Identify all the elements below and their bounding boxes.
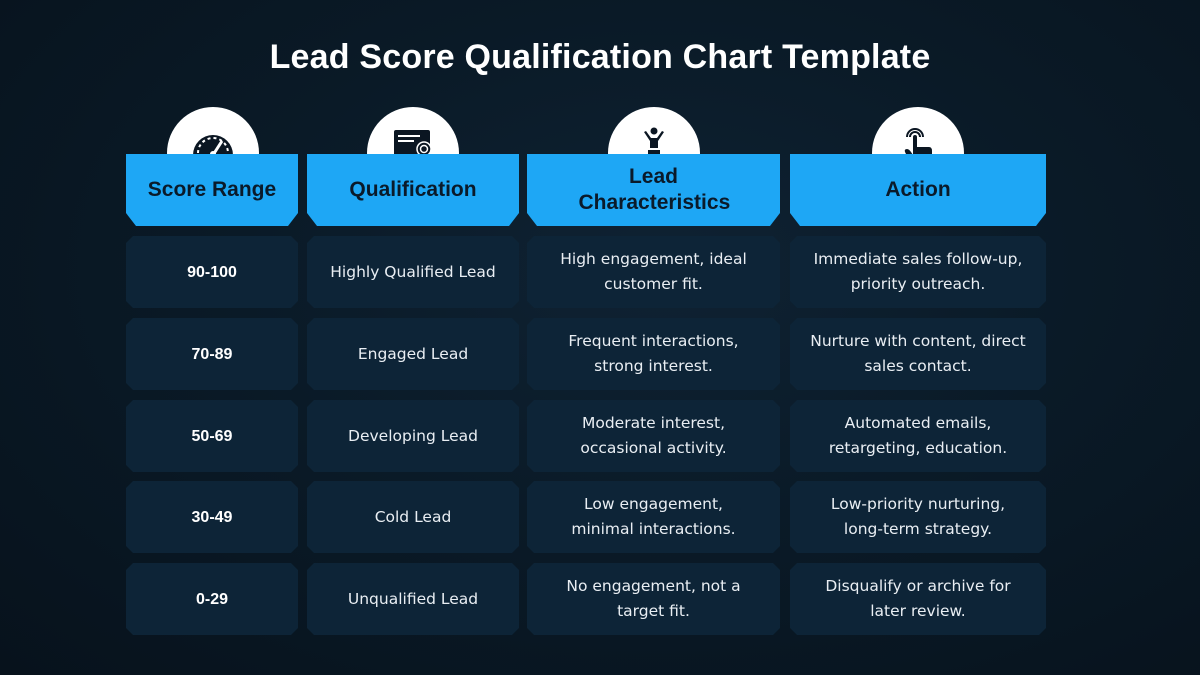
qualification-cell: Developing Lead <box>307 400 519 472</box>
qualification-cell: Highly Qualified Lead <box>307 236 519 308</box>
page-title: Lead Score Qualification Chart Template <box>269 38 931 76</box>
action-cell: Immediate sales follow-up, priority outr… <box>790 236 1046 308</box>
characteristics-cell: Low engagement, minimal interactions. <box>527 481 780 553</box>
characteristics-cell: Moderate interest, occasional activity. <box>527 400 780 472</box>
header-action: Action <box>790 154 1046 226</box>
action-cell: Automated emails, retargeting, education… <box>790 400 1046 472</box>
score-cell: 0-29 <box>126 563 298 635</box>
characteristics-cell: Frequent interactions, strong interest. <box>527 318 780 390</box>
header-lead-characteristics: Lead Characteristics <box>527 154 780 226</box>
score-cell: 70-89 <box>126 318 298 390</box>
qualification-cell: Unqualified Lead <box>307 563 519 635</box>
characteristics-cell: High engagement, ideal customer fit. <box>527 236 780 308</box>
action-cell: Nurture with content, direct sales conta… <box>790 318 1046 390</box>
header-qualification: Qualification <box>307 154 519 226</box>
action-cell: Low-priority nurturing, long-term strate… <box>790 481 1046 553</box>
header-score-range: Score Range <box>126 154 298 226</box>
score-cell: 90-100 <box>126 236 298 308</box>
qualification-cell: Engaged Lead <box>307 318 519 390</box>
score-cell: 30-49 <box>126 481 298 553</box>
score-cell: 50-69 <box>126 400 298 472</box>
characteristics-cell: No engagement, not a target fit. <box>527 563 780 635</box>
action-cell: Disqualify or archive for later review. <box>790 563 1046 635</box>
qualification-cell: Cold Lead <box>307 481 519 553</box>
